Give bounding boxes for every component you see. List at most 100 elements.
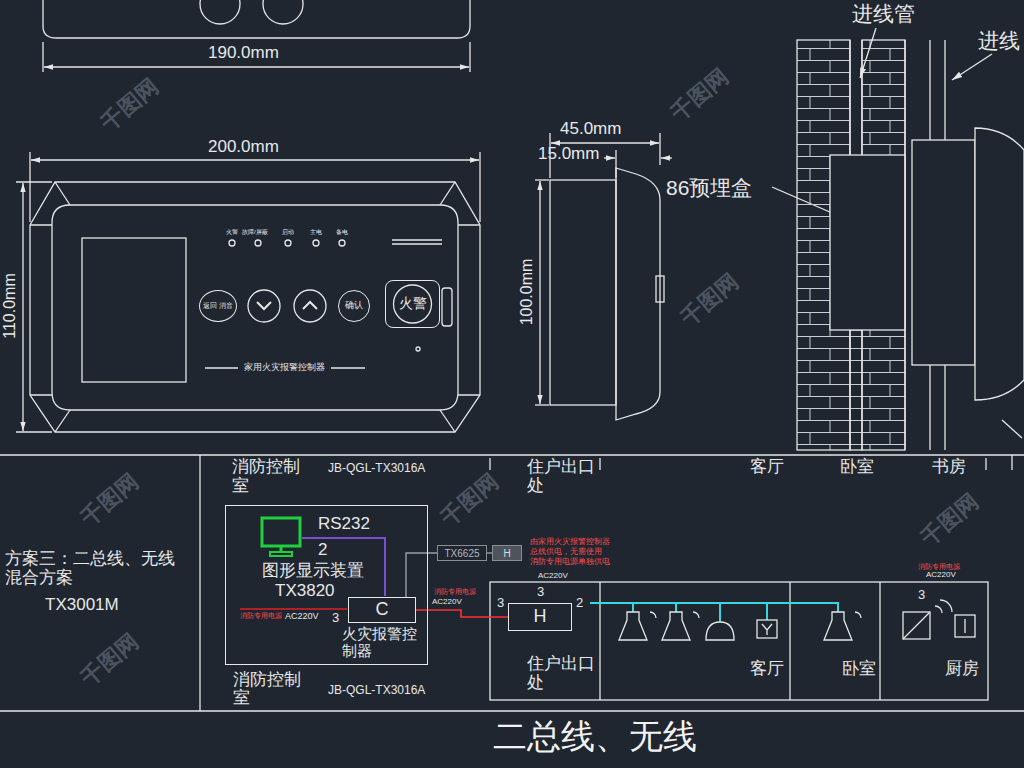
system-wiring [590,603,838,612]
panel-outline [30,182,480,432]
scheme-title: 方案三：二总线、无线混合方案 [5,550,185,587]
top-view [44,66,469,67]
room-name: 住户出口处 [527,655,599,692]
top-view [42,42,43,72]
note-text: 由家用火灾报警控制器 [530,538,610,547]
voltage-label: AC220V [432,598,462,607]
pin-number: 2 [318,541,327,560]
terminal-number: 3 [918,588,925,602]
dimension-text: 190.0mm [208,44,279,63]
front-view [52,205,458,410]
system-wiring [619,612,647,640]
panel-button: 返回 消音 [199,290,237,322]
model-number: TX3001M [45,596,119,615]
wall-section [904,40,905,450]
front-view [257,302,271,309]
watermark: 千图网 [917,490,983,551]
watermark: 千图网 [97,75,163,136]
power-note: 消防专用电源 [240,612,282,620]
wire [416,610,508,617]
system-wiring [964,619,965,633]
voltage-label: AC220V [285,612,319,622]
power-note: 消防专用电源 [434,588,476,596]
side-view [535,179,549,180]
wall-section [944,40,945,140]
system-wiring [240,518,988,700]
controller-box: C [348,597,416,623]
indicator-label: 故障/屏蔽 [242,229,268,236]
model-number: JB-QGL-TX3016A [328,462,425,475]
device-name: 火灾报警控制器 [342,626,420,659]
top-view [43,0,470,38]
column-header: 住户出口处 [527,458,599,495]
room-name: 卧室 [842,660,876,679]
indicator-label: 备电 [336,229,348,236]
column-header: 书房 [932,458,966,477]
front-view [479,152,480,222]
device-name: 图形显示装置 [262,562,364,581]
wall-section [849,40,850,155]
wall-section [929,365,930,450]
wall-section [850,330,862,450]
system-wiring [824,612,852,640]
watermark: 千图网 [77,630,143,691]
note-text: 消防专用电源单独供电 [530,558,610,567]
top-view [200,0,240,24]
node-text: 确认 [345,301,363,311]
watermark: 千图网 [77,470,143,531]
callout-text: 进线管 [852,2,915,25]
front-view [82,238,186,382]
dimension-text: 15.0mm [538,145,599,164]
system-wiring [650,612,861,618]
node-text: H [503,548,510,559]
wall-section [860,28,876,78]
voltage-label: AC220V [538,572,568,581]
node-text: 消防控制室 [233,671,305,707]
watermark: 千图网 [437,470,503,531]
front-view [30,182,480,432]
front-view [303,302,317,309]
node-text: 返回 消音 [203,302,233,310]
module-box: H [492,545,522,561]
front-view [229,240,235,246]
fire-alarm-button: 火警 [385,280,440,328]
dimension-text: 200.0mm [208,138,279,157]
top-view [469,42,470,72]
wall-section [944,365,945,450]
model-number: JB-QGL-TX3016A [328,684,425,697]
front-view [31,159,479,160]
front-view [22,183,23,431]
front-view [442,288,452,326]
front-view [392,240,442,244]
signal-name: RS232 [318,515,370,534]
front-view [339,240,345,246]
side-view [604,157,615,158]
room-name: 客厅 [750,660,784,679]
table-frame [0,455,1024,711]
controller-panel: 家用火灾报警控制器 返回 消音 确认 火警 [30,182,480,432]
model-number: TX3820 [275,582,335,601]
home-controller-box: H [508,603,572,631]
node-text: C [376,600,389,620]
wall-section [1002,420,1022,438]
front-view [16,181,52,182]
front-view [248,290,280,322]
front-view [294,290,326,322]
system-wiring [662,612,690,640]
terminal-number: 3 [537,585,544,599]
panel-button: 确认 [338,290,370,322]
side-view [535,404,549,405]
column-header: 卧室 [840,458,874,477]
wall-section [861,40,862,155]
side-view [616,168,660,420]
callout-text: 86预埋盒 [666,176,752,199]
system-wiring [240,608,347,610]
front-view [16,152,480,432]
side-view [659,133,660,165]
node-text: 家用火灾报警控制器 [244,363,325,373]
watermark: 千图网 [677,270,743,331]
wall-section [929,40,930,140]
wall-section [975,128,1024,400]
front-view [313,240,319,246]
